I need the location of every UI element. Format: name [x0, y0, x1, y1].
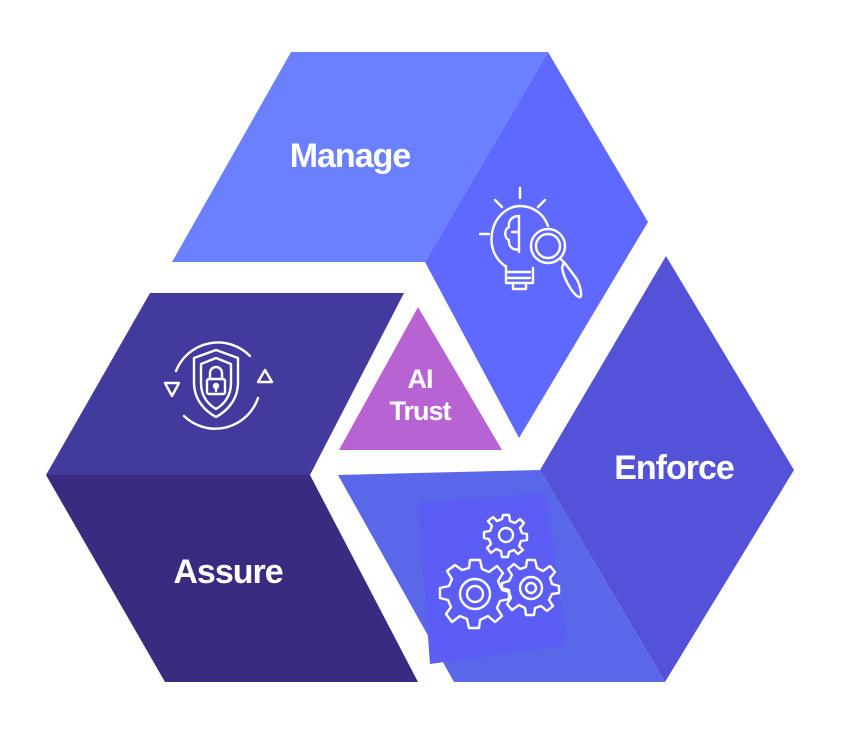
gears-icon	[438, 513, 561, 630]
assure-bottom-face	[46, 475, 418, 682]
center-label-line2: Trust	[389, 396, 451, 426]
manage-top-face	[172, 52, 548, 262]
enforce-label: Enforce	[614, 449, 734, 487]
enforce-icon-highlight	[418, 493, 567, 664]
center-label-line1: AI	[408, 364, 433, 394]
manage-label: Manage	[290, 137, 411, 175]
assure-segment: Assure	[46, 293, 418, 682]
enforce-side-face	[540, 256, 794, 682]
enforce-segment: Enforce	[338, 256, 794, 682]
shield-lock-cycle-icon	[163, 341, 274, 430]
ai-trust-center: AI Trust	[339, 307, 502, 450]
brain-bulb-search-icon	[478, 186, 583, 299]
center-triangle	[339, 307, 502, 450]
manage-segment: Manage	[172, 52, 648, 438]
assure-label: Assure	[173, 553, 282, 591]
